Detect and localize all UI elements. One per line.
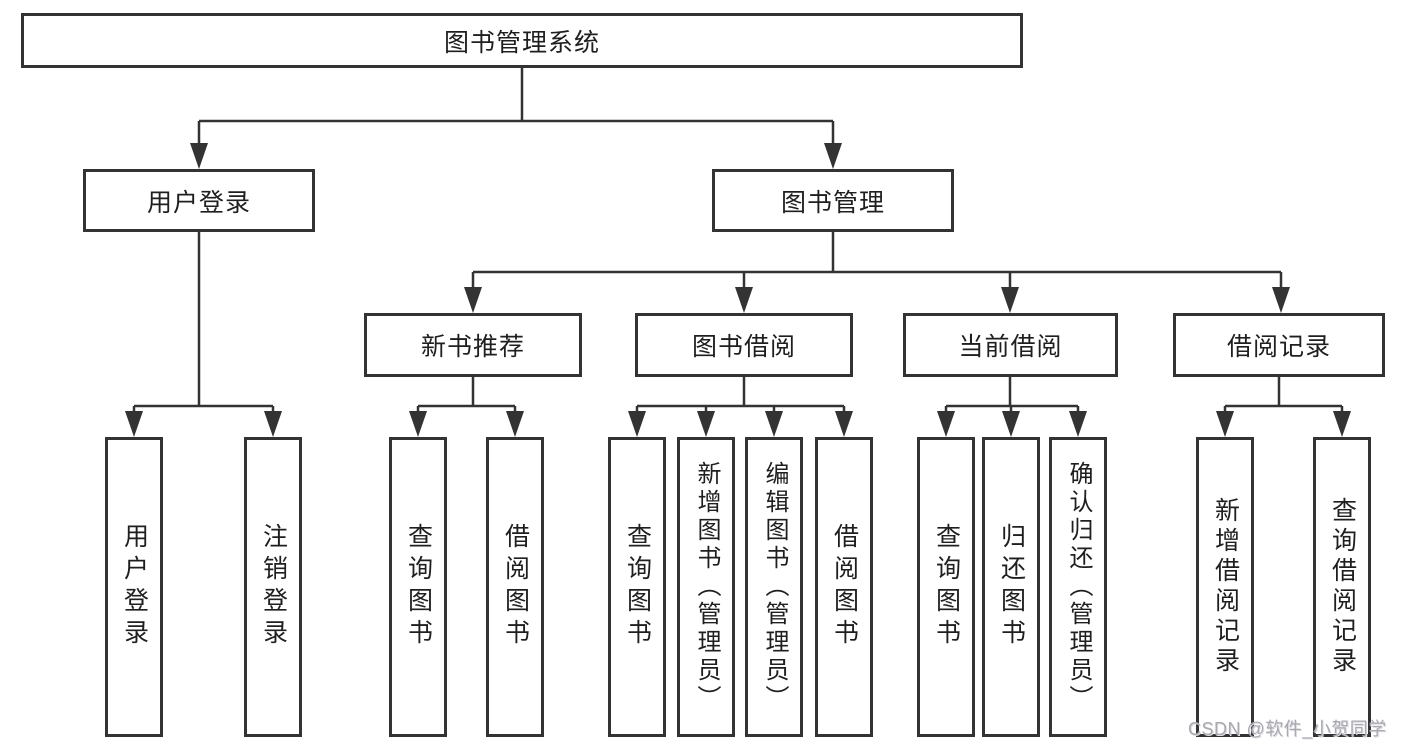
- connector-book-mgmt-to-level3: [471, 232, 1283, 288]
- leaf-query-books: 查询图书: [917, 437, 975, 737]
- node-user-login: 用户登录: [83, 169, 315, 232]
- csdn-watermark: CSDN @软件_小贺同学: [1188, 719, 1387, 739]
- arrow-down-icon: [125, 411, 143, 437]
- arrow-down-icon: [765, 411, 783, 437]
- node-book-management: 图书管理: [712, 169, 954, 232]
- leaf-add-borrow-record: 新增借阅记录: [1196, 437, 1254, 737]
- arrow-down-icon: [409, 411, 427, 437]
- arrow-down-icon: [835, 411, 853, 437]
- connector-new-rec-to-leaves: [416, 377, 517, 412]
- leaf-query-books: 查询图书: [608, 437, 666, 737]
- node-current-borrowing: 当前借阅: [903, 313, 1118, 377]
- connector-records-to-leaves: [1223, 377, 1344, 412]
- connector-lines: [132, 68, 1344, 412]
- arrow-down-icon: [824, 143, 842, 169]
- arrowheads: [125, 143, 1351, 437]
- connector-book-borrow-to-leaves: [635, 377, 846, 412]
- node-book-borrowing: 图书借阅: [635, 313, 853, 377]
- arrow-down-icon: [1002, 411, 1020, 437]
- node-library-management-system: 图书管理系统: [21, 13, 1023, 68]
- connector-current-to-leaves: [944, 377, 1080, 412]
- arrow-down-icon: [697, 411, 715, 437]
- arrow-down-icon: [1272, 287, 1290, 313]
- connector-user-login-to-leaves: [132, 232, 275, 412]
- leaf-borrow-books: 借阅图书: [815, 437, 873, 737]
- arrow-down-icon: [735, 287, 753, 313]
- arrow-down-icon: [190, 143, 208, 169]
- leaf-logout: 注销登录: [244, 437, 302, 737]
- leaf-return-books: 归还图书: [982, 437, 1040, 737]
- connector-root-to-level2: [197, 68, 835, 145]
- leaf-edit-book-admin: 编辑图书（管理员）: [745, 437, 803, 737]
- arrow-down-icon: [1069, 411, 1087, 437]
- arrow-down-icon: [506, 411, 524, 437]
- arrow-down-icon: [628, 411, 646, 437]
- arrow-down-icon: [464, 287, 482, 313]
- arrow-down-icon: [1333, 411, 1351, 437]
- leaf-query-books: 查询图书: [389, 437, 447, 737]
- arrow-down-icon: [937, 411, 955, 437]
- leaf-add-book-admin: 新增图书（管理员）: [677, 437, 735, 737]
- leaf-confirm-return-admin: 确认归还（管理员）: [1049, 437, 1107, 737]
- arrow-down-icon: [1216, 411, 1234, 437]
- leaf-borrow-books: 借阅图书: [486, 437, 544, 737]
- node-borrowing-records: 借阅记录: [1173, 313, 1385, 377]
- leaf-user-login: 用户登录: [105, 437, 163, 737]
- leaf-query-borrow-record: 查询借阅记录: [1313, 437, 1371, 737]
- arrow-down-icon: [264, 411, 282, 437]
- arrow-down-icon: [1001, 287, 1019, 313]
- node-new-book-recommendation: 新书推荐: [364, 313, 582, 377]
